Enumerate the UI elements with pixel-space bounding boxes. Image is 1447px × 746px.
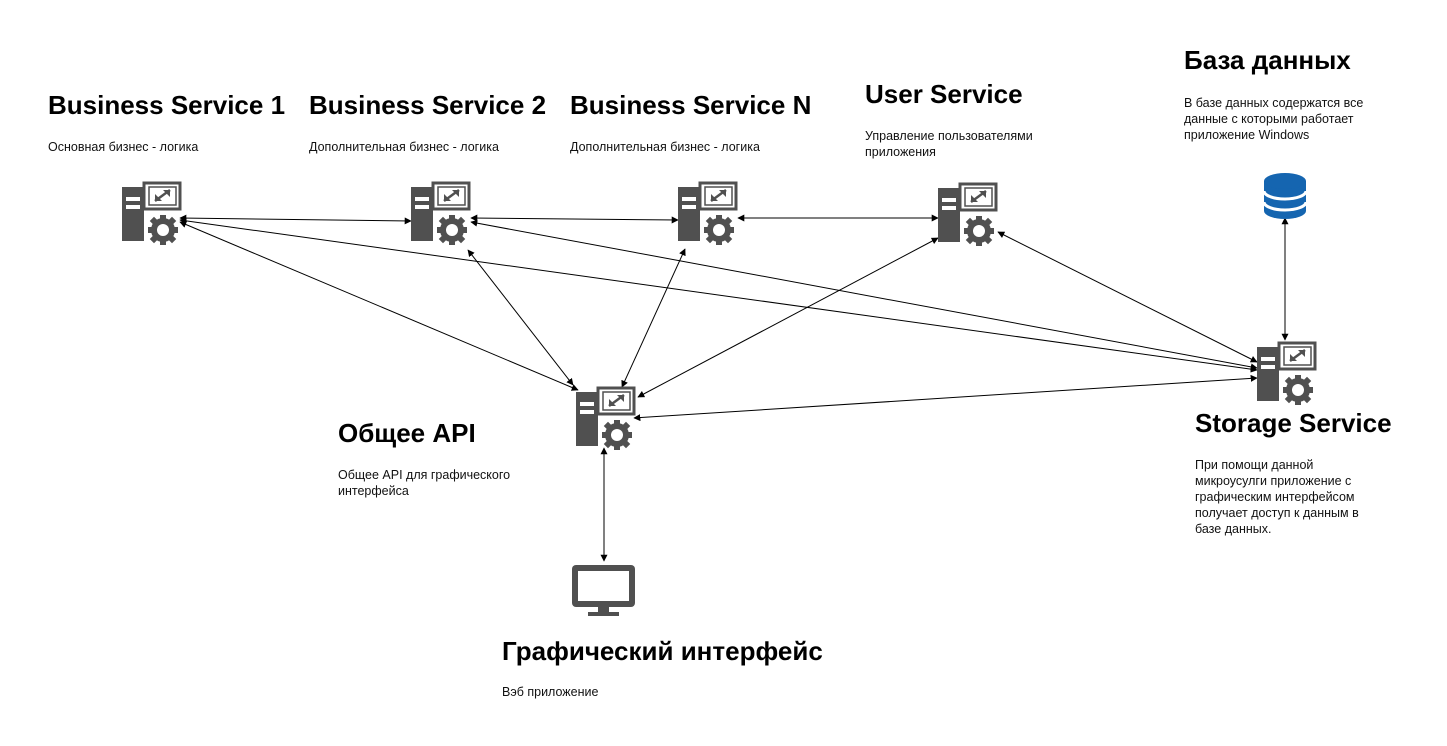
connection-user-api xyxy=(637,237,939,398)
database-icon xyxy=(1262,173,1308,219)
storage-service-description: При помощи данной микроусулги приложение… xyxy=(1195,458,1359,536)
server-gear-icon xyxy=(1255,341,1317,407)
common-api-title: Общее API xyxy=(338,418,476,448)
monitor-icon xyxy=(572,565,635,616)
connection-bs1-bs2 xyxy=(179,214,412,225)
connection-user-storage xyxy=(997,231,1258,363)
business-service-n-description: Дополнительная бизнес - логика xyxy=(570,140,760,154)
gui-title: Графический интерфейс xyxy=(502,636,823,666)
user-service-title: User Service xyxy=(865,79,1023,109)
server-gear-icon xyxy=(409,181,471,247)
connection-api-storage xyxy=(633,374,1258,422)
server-gear-icon xyxy=(936,182,998,248)
business-service-2-description: Дополнительная бизнес - логика xyxy=(309,140,499,154)
business-service-2-title: Business Service 2 xyxy=(309,90,547,120)
user-service-description: Управление пользователями приложения xyxy=(865,129,1033,159)
database-description: В базе данных содержатся все данные с ко… xyxy=(1184,96,1364,142)
business-service-1-title: Business Service 1 xyxy=(48,90,286,120)
storage-service-title: Storage Service xyxy=(1195,408,1392,438)
gui-description: Вэб приложение xyxy=(502,685,599,699)
server-gear-icon xyxy=(676,181,738,247)
connection-bs2-bsn xyxy=(470,214,679,224)
connections xyxy=(179,214,1289,562)
database-title: База данных xyxy=(1184,45,1351,75)
business-service-n-title: Business Service N xyxy=(570,90,812,120)
connection-bs2-storage xyxy=(470,219,1258,371)
server-gear-icon xyxy=(120,181,182,247)
common-api-description: Общее API для графического интерфейса xyxy=(338,468,511,498)
connection-bs1-api xyxy=(179,221,579,391)
server-gear-icon xyxy=(574,386,636,452)
business-service-1-description: Основная бизнес - логика xyxy=(48,140,199,154)
connection-bsn-api xyxy=(621,248,686,388)
connection-bs2-api xyxy=(467,249,574,386)
